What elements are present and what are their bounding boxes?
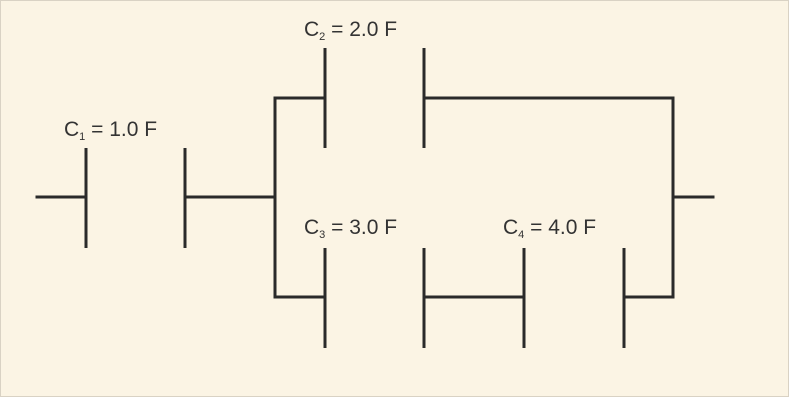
c2-label-value: = 2.0 F bbox=[325, 18, 397, 41]
c2-label-subscript: 2 bbox=[319, 31, 325, 43]
c3-label-subscript: 3 bbox=[319, 229, 325, 241]
c4-label-value: = 4.0 F bbox=[524, 216, 596, 239]
c1-label-symbol: C bbox=[64, 118, 79, 141]
c4-label-subscript: 4 bbox=[518, 229, 524, 241]
capacitor-c2 bbox=[323, 48, 426, 148]
c1-label-subscript: 1 bbox=[79, 131, 85, 143]
c3-label: C3 = 3.0 F bbox=[304, 216, 397, 241]
c4-label: C4 = 4.0 F bbox=[503, 216, 596, 241]
c4-label-symbol: C bbox=[503, 216, 518, 239]
diagram-panel bbox=[0, 0, 789, 397]
capacitor-c3 bbox=[323, 248, 426, 348]
c2-label-symbol: C bbox=[304, 18, 319, 41]
capacitor-c4 bbox=[522, 248, 626, 348]
capacitor-c1 bbox=[84, 148, 187, 248]
c2-label: C2 = 2.0 F bbox=[304, 18, 397, 43]
c1-label: C1 = 1.0 F bbox=[64, 118, 157, 143]
c3-label-value: = 3.0 F bbox=[325, 216, 397, 239]
c1-label-value: = 1.0 F bbox=[85, 118, 157, 141]
c3-label-symbol: C bbox=[304, 216, 319, 239]
